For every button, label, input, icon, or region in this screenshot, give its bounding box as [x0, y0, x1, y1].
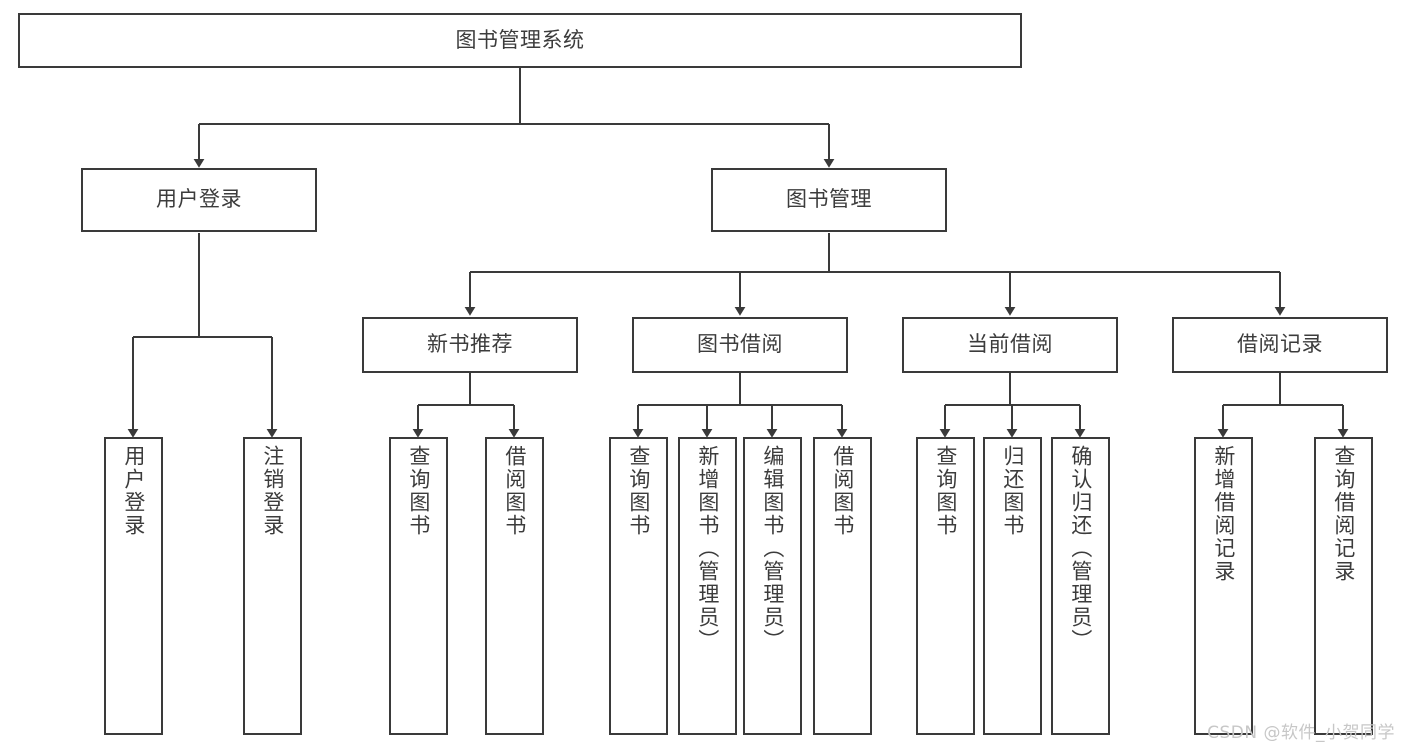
node-borrow-record[interactable]: 借阅记录 — [1172, 317, 1388, 373]
leaf-newbook-query-book[interactable]: 查询图书 — [389, 437, 448, 735]
node-label: 图书借阅 — [697, 332, 783, 357]
leaf-bookborrow-add-book[interactable]: 新增图书（管理员） — [678, 437, 737, 735]
node-label: 借阅图书 — [830, 445, 855, 537]
leaf-bookborrow-query-book[interactable]: 查询图书 — [609, 437, 668, 735]
leaf-currentborrow-return-book[interactable]: 归还图书 — [983, 437, 1042, 735]
node-new-book-recommend[interactable]: 新书推荐 — [362, 317, 578, 373]
node-label: 查询图书 — [933, 445, 958, 537]
leaf-bookborrow-edit-book[interactable]: 编辑图书（管理员） — [743, 437, 802, 735]
node-label: 借阅记录 — [1237, 332, 1323, 357]
node-label: 用户登录 — [156, 187, 242, 212]
leaf-borrowrecord-query-record[interactable]: 查询借阅记录 — [1314, 437, 1373, 735]
leaf-newbook-borrow-book[interactable]: 借阅图书 — [485, 437, 544, 735]
node-label: 新增图书（管理员） — [695, 445, 720, 652]
leaf-user-login[interactable]: 用户登录 — [104, 437, 163, 735]
node-label: 借阅图书 — [502, 445, 527, 537]
node-label: 图书管理 — [786, 187, 872, 212]
node-label: 用户登录 — [121, 445, 146, 537]
node-label: 查询借阅记录 — [1331, 445, 1356, 583]
node-label: 新书推荐 — [427, 332, 513, 357]
node-label: 图书管理系统 — [455, 27, 585, 52]
watermark-text: CSDN @软件_小贺同学 — [1207, 723, 1395, 743]
node-user-login[interactable]: 用户登录 — [81, 168, 317, 232]
node-label: 注销登录 — [260, 445, 285, 537]
node-label: 当前借阅 — [967, 332, 1053, 357]
node-book-borrow[interactable]: 图书借阅 — [632, 317, 848, 373]
node-label: 查询图书 — [406, 445, 431, 537]
node-book-management[interactable]: 图书管理 — [711, 168, 947, 232]
node-label: 确认归还（管理员） — [1068, 445, 1093, 652]
node-label: 新增借阅记录 — [1211, 445, 1236, 583]
node-current-borrow[interactable]: 当前借阅 — [902, 317, 1118, 373]
leaf-bookborrow-borrow-book[interactable]: 借阅图书 — [813, 437, 872, 735]
node-label: 查询图书 — [626, 445, 651, 537]
node-root-system[interactable]: 图书管理系统 — [18, 13, 1022, 68]
leaf-logout[interactable]: 注销登录 — [243, 437, 302, 735]
leaf-currentborrow-query-book[interactable]: 查询图书 — [916, 437, 975, 735]
node-label: 归还图书 — [1000, 445, 1025, 537]
node-label: 编辑图书（管理员） — [760, 445, 785, 652]
leaf-currentborrow-confirm-return[interactable]: 确认归还（管理员） — [1051, 437, 1110, 735]
leaf-borrowrecord-add-record[interactable]: 新增借阅记录 — [1194, 437, 1253, 735]
